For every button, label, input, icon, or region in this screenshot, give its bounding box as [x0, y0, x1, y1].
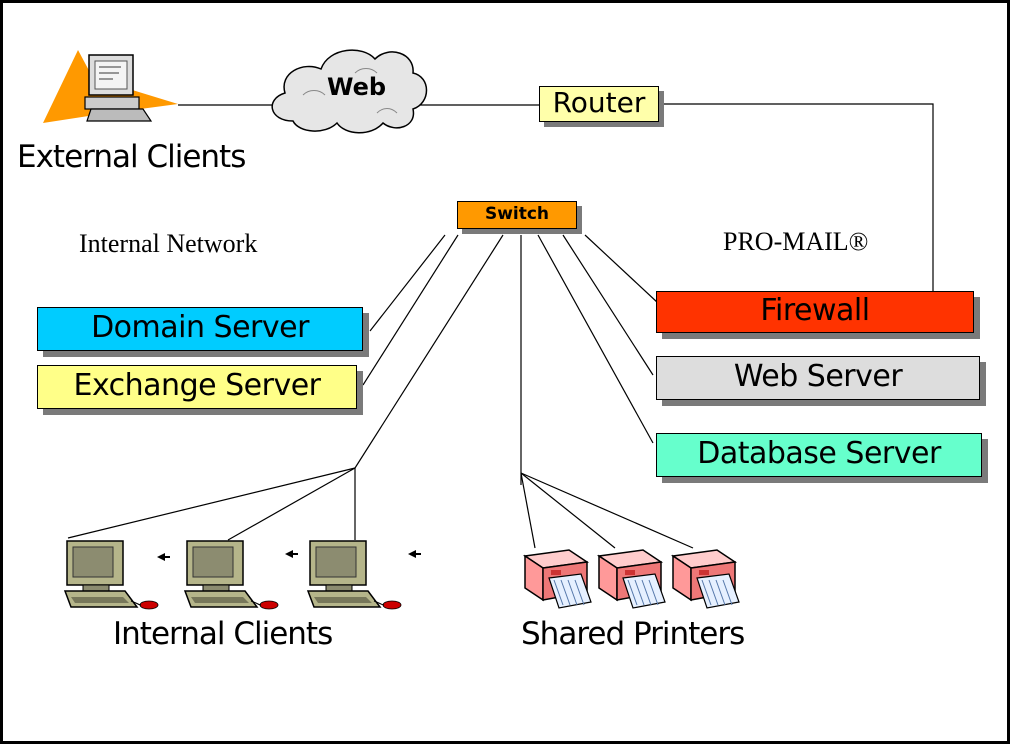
link-switch-domain — [369, 234, 446, 332]
link-switch-exchange — [362, 234, 459, 386]
link-hub-client-2 — [227, 467, 356, 541]
web-server-box: Web Server — [656, 356, 980, 400]
network-diagram — [43, 49, 934, 610]
arrow-icon — [408, 550, 421, 558]
link-switch-webserver — [562, 234, 654, 376]
pro-mail-label: PRO-MAIL® — [723, 227, 869, 256]
computer-icon — [43, 50, 178, 123]
internal-clients-group — [63, 540, 402, 610]
computer-icon — [306, 540, 402, 610]
printer-icon — [596, 549, 666, 609]
link-switch-clients — [354, 234, 504, 469]
shared-printers-label: Shared Printers — [521, 616, 745, 652]
printer-icon — [670, 549, 740, 609]
arrow-icon — [157, 553, 170, 561]
link-hub-printer-1 — [520, 472, 536, 549]
link-switch-database — [537, 234, 654, 444]
printer-icon — [522, 549, 592, 609]
link-hub-printer-3 — [520, 472, 694, 549]
cloud-label: Web — [327, 73, 387, 101]
exchange-server-box: Exchange Server — [37, 365, 357, 409]
internal-network-label: Internal Network — [79, 229, 258, 258]
link-hub-printer-2 — [520, 472, 616, 549]
link-switch-firewall — [584, 234, 659, 304]
computer-icon — [183, 540, 279, 610]
external-clients-label: External Clients — [17, 139, 246, 175]
internal-clients-label: Internal Clients — [113, 616, 333, 652]
arrow-icon — [285, 550, 298, 558]
arrow-marks — [157, 550, 421, 561]
connection-lines — [67, 103, 934, 549]
database-server-box: Database Server — [656, 433, 982, 477]
switch-box: Switch — [457, 201, 577, 229]
domain-server-box: Domain Server — [37, 307, 363, 351]
link-hub-client-1 — [67, 467, 356, 539]
link-router-firewall — [657, 103, 934, 292]
cloud-icon — [271, 49, 428, 134]
computer-icon — [63, 540, 159, 610]
router-box: Router — [539, 86, 659, 122]
shared-printers-group — [522, 549, 740, 609]
firewall-box: Firewall — [656, 291, 974, 333]
